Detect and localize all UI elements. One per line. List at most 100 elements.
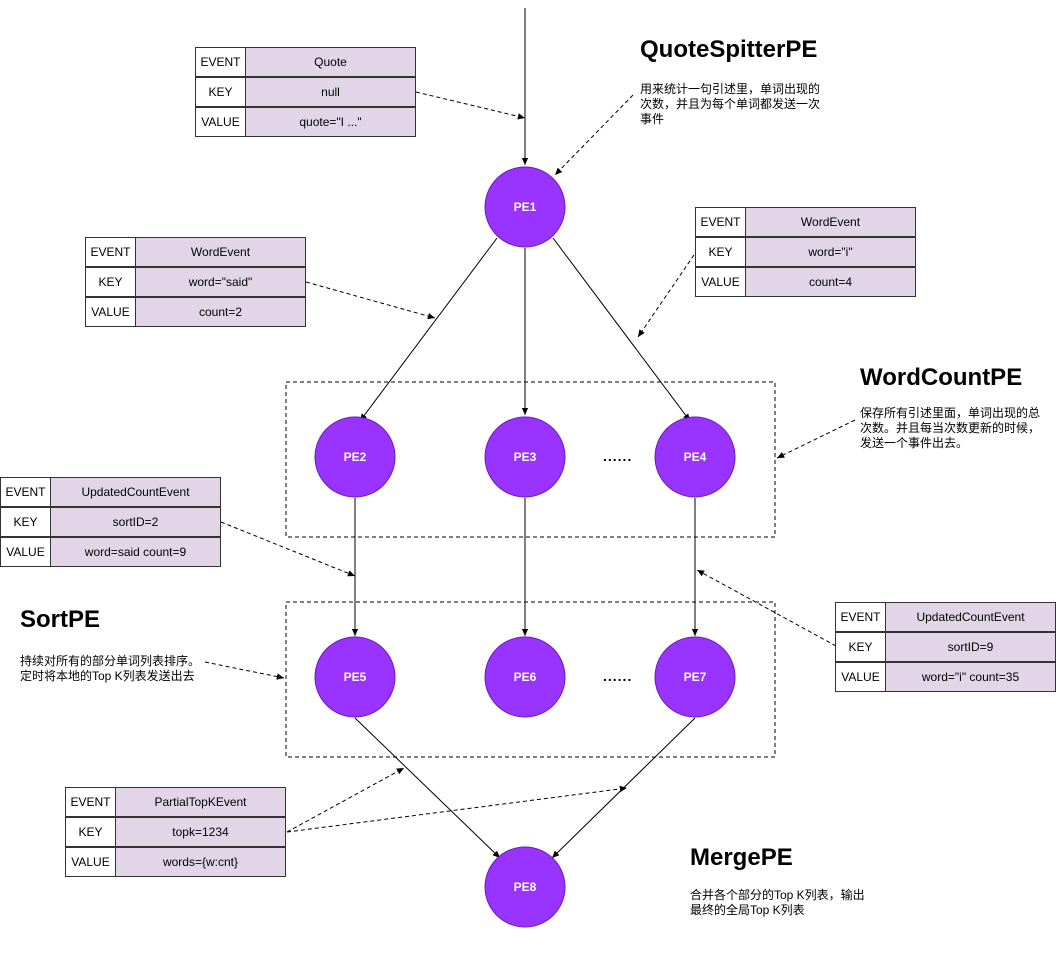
pointer-updated-i-event [696, 569, 837, 647]
event-key-cell: EVENT [835, 602, 886, 632]
event-row: VALUE quote="I ..." [195, 107, 416, 137]
event-row: VALUE word=said count=9 [0, 537, 221, 567]
event-value-cell: WordEvent [745, 207, 916, 237]
node-pe5 [314, 636, 396, 718]
event-row: VALUE count=4 [695, 267, 916, 297]
node-pe7 [654, 636, 736, 718]
event-value-cell: word="said" [135, 267, 306, 297]
event-key-cell: KEY [65, 817, 116, 847]
node-pe2-label: PE2 [343, 450, 367, 464]
node-pe3 [484, 416, 566, 498]
pointer-sort-desc [204, 661, 285, 680]
title-quote-spitter: QuoteSpitterPE [640, 36, 818, 63]
pointer-partial-topk-right [286, 785, 628, 833]
event-value-cell: UpdatedCountEvent [50, 477, 221, 507]
event-row: KEY sortID=9 [835, 632, 1056, 662]
event-table-quote: EVENT Quote KEY null VALUE quote="I ..." [195, 47, 416, 137]
event-value-cell: null [245, 77, 416, 107]
event-row: KEY word="i" [695, 237, 916, 267]
pointer-updated-said-event [220, 521, 356, 577]
event-key-cell: KEY [695, 237, 746, 267]
desc-sort: 持续对所有的部分单词列表排序。定时将本地的Top K列表发送出去 [20, 654, 201, 683]
edge-pe1-pe2 [359, 237, 498, 422]
event-key-cell: EVENT [65, 787, 116, 817]
node-pe8-label: PE8 [513, 880, 537, 894]
event-key-cell: KEY [195, 77, 246, 107]
node-pe6 [484, 636, 566, 718]
event-row: VALUE word="i" count=35 [835, 662, 1056, 692]
desc-quote-spitter: 用来统计一句引述里，单词出现的次数，并且为每个单词都发送一次事件 [640, 82, 821, 126]
pointer-quotespitter-desc [554, 94, 634, 176]
title-word-count: WordCountPE [860, 364, 1023, 391]
event-table-word-i: EVENT WordEvent KEY word="i" VALUE count… [695, 207, 916, 297]
node-pe8 [484, 846, 566, 928]
event-value-cell: WordEvent [135, 237, 306, 267]
node-pe7-label: PE7 [683, 670, 707, 684]
event-key-cell: EVENT [195, 47, 246, 77]
event-row: EVENT UpdatedCountEvent [0, 477, 221, 507]
event-table-updated-i: EVENT UpdatedCountEvent KEY sortID=9 VAL… [835, 602, 1056, 692]
event-value-cell: UpdatedCountEvent [885, 602, 1056, 632]
event-value-cell: Quote [245, 47, 416, 77]
event-value-cell: words={w:cnt} [115, 847, 286, 877]
event-key-cell: EVENT [695, 207, 746, 237]
event-table-partial-topk: EVENT PartialTopKEvent KEY topk=1234 VAL… [65, 787, 286, 877]
desc-word-count: 保存所有引述里面，单词出现的总次数。并且每当次数更新的时候，发送一个事件出去。 [860, 406, 1041, 450]
event-key-cell: VALUE [695, 267, 746, 297]
pointer-partial-topk-left [286, 767, 405, 833]
event-row: KEY null [195, 77, 416, 107]
event-key-cell: VALUE [0, 537, 51, 567]
node-pe2 [314, 416, 396, 498]
event-key-cell: EVENT [0, 477, 51, 507]
event-row: EVENT WordEvent [695, 207, 916, 237]
event-value-cell: word=said count=9 [50, 537, 221, 567]
node-pe1-label: PE1 [513, 200, 537, 214]
event-key-cell: VALUE [65, 847, 116, 877]
pointer-word-i-event [637, 254, 695, 338]
event-key-cell: VALUE [835, 662, 886, 692]
event-row: EVENT UpdatedCountEvent [835, 602, 1056, 632]
event-key-cell: KEY [0, 507, 51, 537]
node-pe4 [654, 416, 736, 498]
event-row: KEY word="said" [85, 267, 306, 297]
event-value-cell: word="i" [745, 237, 916, 267]
event-row: VALUE count=2 [85, 297, 306, 327]
event-row: EVENT PartialTopKEvent [65, 787, 286, 817]
node-pe5-label: PE5 [343, 670, 367, 684]
desc-merge: 合并各个部分的Top K列表，输出最终的全局Top K列表 [690, 888, 865, 917]
event-value-cell: count=4 [745, 267, 916, 297]
event-row: EVENT Quote [195, 47, 416, 77]
event-key-cell: EVENT [85, 237, 136, 267]
event-value-cell: topk=1234 [115, 817, 286, 847]
event-key-cell: KEY [835, 632, 886, 662]
node-pe6-label: PE6 [513, 670, 537, 684]
pointer-word-said-event [305, 281, 436, 320]
node-pe4-label: PE4 [683, 450, 707, 464]
event-row: KEY sortID=2 [0, 507, 221, 537]
event-row: KEY topk=1234 [65, 817, 286, 847]
event-value-cell: PartialTopKEvent [115, 787, 286, 817]
pointer-wordcount-desc [776, 419, 856, 459]
event-table-word-said: EVENT WordEvent KEY word="said" VALUE co… [85, 237, 306, 327]
event-table-updated-said: EVENT UpdatedCountEvent KEY sortID=2 VAL… [0, 477, 221, 567]
event-row: EVENT WordEvent [85, 237, 306, 267]
event-value-cell: sortID=9 [885, 632, 1056, 662]
event-value-cell: sortID=2 [50, 507, 221, 537]
ellipsis-wordcount: ...... [603, 448, 633, 464]
edge-pe1-pe4 [552, 237, 691, 422]
node-pe1 [484, 166, 566, 248]
event-value-cell: quote="I ..." [245, 107, 416, 137]
title-merge: MergePE [690, 844, 793, 871]
edge-pe5-pe8 [354, 717, 501, 859]
event-key-cell: VALUE [85, 297, 136, 327]
event-key-cell: VALUE [195, 107, 246, 137]
ellipsis-sort: ...... [603, 668, 633, 684]
pointer-quote-event [415, 91, 526, 120]
event-key-cell: KEY [85, 267, 136, 297]
event-row: VALUE words={w:cnt} [65, 847, 286, 877]
event-value-cell: count=2 [135, 297, 306, 327]
event-value-cell: word="i" count=35 [885, 662, 1056, 692]
node-pe3-label: PE3 [513, 450, 537, 464]
title-sort: SortPE [20, 606, 101, 633]
